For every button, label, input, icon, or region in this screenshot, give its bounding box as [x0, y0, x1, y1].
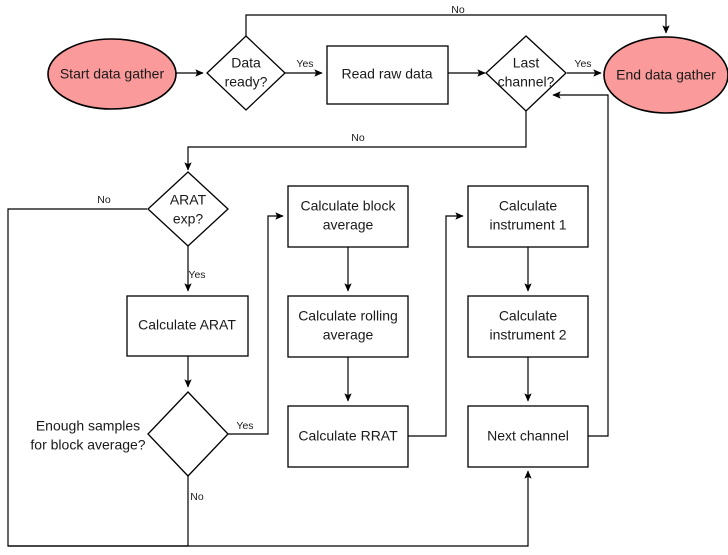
start-data-gather-shape[interactable]: [47, 38, 177, 110]
edge-next-channel-to-last-channel: [552, 91, 609, 437]
calculate-rolling-average-label-line2: average: [323, 327, 374, 343]
calculate-rolling-average-shape[interactable]: [287, 295, 409, 358]
enough-samples-label-line1: Enough samples: [36, 418, 140, 434]
edge-label-arat-exp-no: No: [97, 194, 111, 206]
node-next-channel[interactable]: Next channel: [467, 405, 589, 468]
node-read-raw-data[interactable]: Read raw data: [326, 45, 449, 105]
start-data-gather-label: Start data gather: [60, 66, 165, 82]
calculate-arat-shape[interactable]: [126, 295, 249, 357]
calculate-arat-label: Calculate ARAT: [138, 317, 236, 333]
calculate-block-average-label-line2: average: [323, 217, 374, 233]
read-raw-data-shape[interactable]: [326, 45, 449, 105]
calculate-instrument-1-label-line2: instrument 1: [489, 217, 566, 233]
node-data-ready[interactable]: Data ready?: [206, 35, 286, 111]
data-ready-label-line2: ready?: [225, 74, 268, 90]
node-calculate-block-average[interactable]: Calculate block average: [287, 185, 409, 248]
edge-label-data-ready-yes: Yes: [296, 58, 313, 70]
node-calculate-rrat[interactable]: Calculate RRAT: [287, 405, 409, 468]
edge-label-last-channel-no: No: [351, 132, 365, 144]
next-channel-shape[interactable]: [467, 405, 589, 468]
edge-last-channel-no-to-arat-exp: [184, 111, 527, 171]
last-channel-label-line2: channel?: [498, 74, 555, 90]
arat-exp-shape[interactable]: [147, 171, 229, 247]
calculate-instrument-2-label-line2: instrument 2: [489, 327, 566, 343]
calculate-rolling-average-label-line1: Calculate rolling: [298, 308, 398, 324]
data-ready-shape[interactable]: [206, 35, 286, 111]
read-raw-data-label: Read raw data: [341, 66, 432, 82]
edge-data-ready-no-to-end: [245, 14, 670, 36]
edge-label-enough-samples-yes: Yes: [236, 420, 253, 432]
edge-label-last-channel-yes: Yes: [574, 58, 591, 70]
calculate-instrument-2-label-line1: Calculate: [499, 308, 558, 324]
edge-labels: No Yes Yes No No Yes Yes No: [97, 4, 591, 503]
calculate-instrument-1-shape[interactable]: [467, 185, 589, 248]
calculate-block-average-shape[interactable]: [287, 185, 409, 248]
node-calculate-instrument-1[interactable]: Calculate instrument 1: [467, 185, 589, 248]
node-calculate-instrument-2[interactable]: Calculate instrument 2: [467, 295, 589, 358]
node-enough-samples[interactable]: Enough samples for block average?: [30, 391, 229, 477]
last-channel-shape[interactable]: [485, 35, 567, 112]
node-last-channel[interactable]: Last channel?: [485, 35, 567, 112]
edge-calc-rrat-to-calc-instrument-1: [408, 212, 464, 437]
data-ready-label-line1: Data: [231, 55, 261, 71]
connectors: [7, 14, 670, 547]
node-arat-exp[interactable]: ARAT exp?: [147, 171, 229, 247]
end-data-gather-shape[interactable]: [603, 36, 728, 114]
edge-arat-exp-no-to-bottom-rail: [7, 208, 188, 547]
calculate-block-average-label-line1: Calculate block: [301, 198, 397, 214]
last-channel-label-line1: Last: [513, 55, 540, 71]
node-calculate-arat[interactable]: Calculate ARAT: [126, 295, 249, 357]
edge-label-data-ready-no: No: [451, 4, 465, 16]
calculate-instrument-2-shape[interactable]: [467, 295, 589, 358]
calculate-instrument-1-label-line1: Calculate: [499, 198, 558, 214]
arat-exp-label-line2: exp?: [173, 211, 204, 227]
node-start-data-gather[interactable]: Start data gather: [47, 38, 177, 110]
calculate-rrat-label: Calculate RRAT: [298, 428, 398, 444]
edge-bottom-rail-to-next-channel: [8, 470, 532, 547]
edge-label-arat-exp-yes: Yes: [188, 269, 205, 281]
calculate-rrat-shape[interactable]: [287, 405, 409, 468]
arat-exp-label-line1: ARAT: [170, 192, 207, 208]
enough-samples-shape[interactable]: [147, 391, 229, 477]
node-calculate-rolling-average[interactable]: Calculate rolling average: [287, 295, 409, 358]
edge-label-enough-samples-no: No: [190, 491, 204, 503]
end-data-gather-label: End data gather: [616, 67, 716, 83]
edge-enough-samples-yes-to-calc-block-average: [228, 212, 284, 435]
next-channel-label: Next channel: [487, 428, 569, 444]
node-end-data-gather[interactable]: End data gather: [603, 36, 728, 114]
enough-samples-label-line2: for block average?: [30, 437, 145, 453]
